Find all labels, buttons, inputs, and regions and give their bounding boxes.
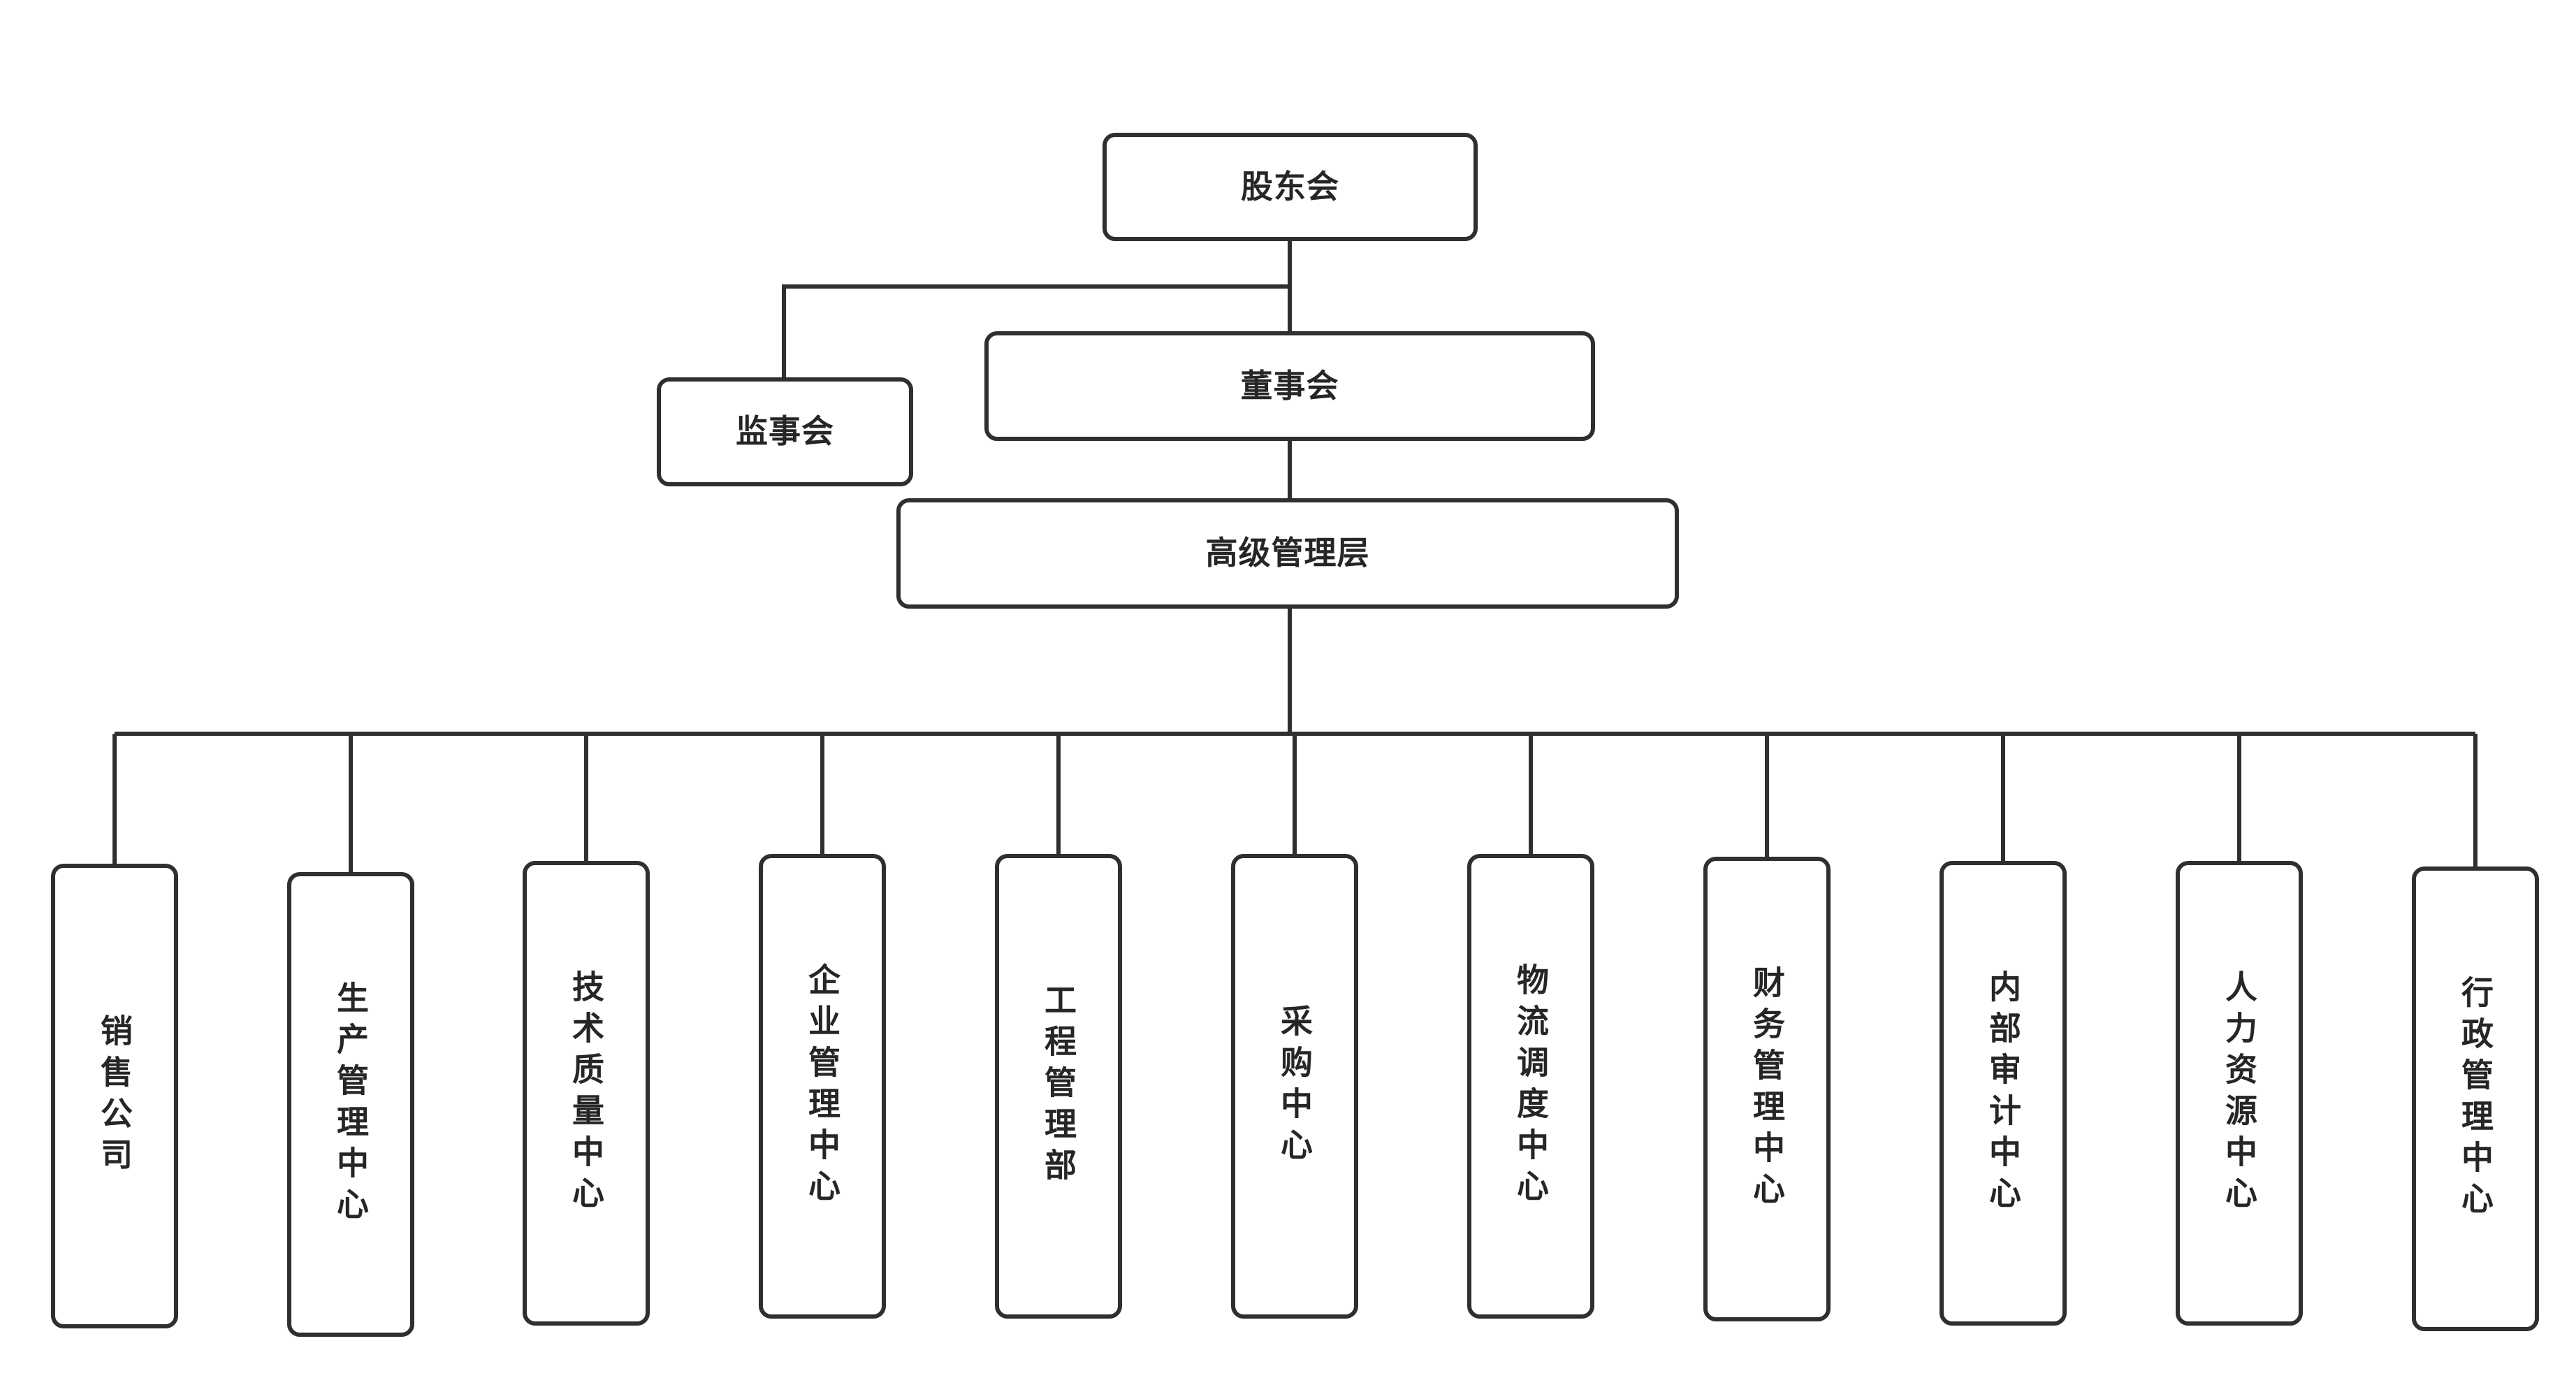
node-sales-company-label: 销售公司 [96, 1013, 133, 1179]
node-enterprise-management-label: 企业管理中心 [804, 962, 841, 1210]
node-board-of-directors[interactable]: 董事会 [984, 331, 1595, 441]
node-senior-management[interactable]: 高级管理层 [896, 498, 1679, 609]
node-logistics-dispatch[interactable]: 物流调度中心 [1467, 854, 1594, 1319]
node-internal-audit-label: 内部审计中心 [1985, 969, 2021, 1217]
node-board-of-directors-label: 董事会 [1240, 367, 1339, 404]
node-administrative-management-label: 行政管理中心 [2457, 975, 2494, 1223]
node-shareholders-label: 股东会 [1241, 168, 1339, 205]
node-human-resources-label: 人力资源中心 [2221, 969, 2257, 1217]
node-human-resources[interactable]: 人力资源中心 [2176, 861, 2303, 1326]
node-financial-management-label: 财务管理中心 [1749, 965, 1785, 1213]
node-production-management-label: 生产管理中心 [333, 980, 369, 1228]
node-enterprise-management[interactable]: 企业管理中心 [759, 854, 886, 1319]
node-logistics-dispatch-label: 物流调度中心 [1513, 962, 1549, 1210]
node-supervisory-board-label: 监事会 [736, 413, 834, 450]
node-financial-management[interactable]: 财务管理中心 [1703, 857, 1831, 1321]
node-engineering-management-dept-label: 工程管理部 [1040, 983, 1077, 1189]
node-internal-audit[interactable]: 内部审计中心 [1940, 861, 2067, 1326]
node-administrative-management[interactable]: 行政管理中心 [2412, 866, 2539, 1331]
node-production-management[interactable]: 生产管理中心 [287, 872, 414, 1337]
node-supervisory-board[interactable]: 监事会 [657, 377, 913, 486]
node-shareholders[interactable]: 股东会 [1103, 133, 1478, 241]
node-senior-management-label: 高级管理层 [1205, 535, 1370, 572]
node-procurement-center[interactable]: 采购中心 [1231, 854, 1358, 1319]
node-sales-company[interactable]: 销售公司 [51, 864, 178, 1328]
node-procurement-center-label: 采购中心 [1276, 1003, 1313, 1169]
node-technical-quality-label: 技术质量中心 [568, 969, 604, 1217]
node-engineering-management-dept[interactable]: 工程管理部 [995, 854, 1122, 1319]
node-technical-quality[interactable]: 技术质量中心 [523, 861, 650, 1326]
